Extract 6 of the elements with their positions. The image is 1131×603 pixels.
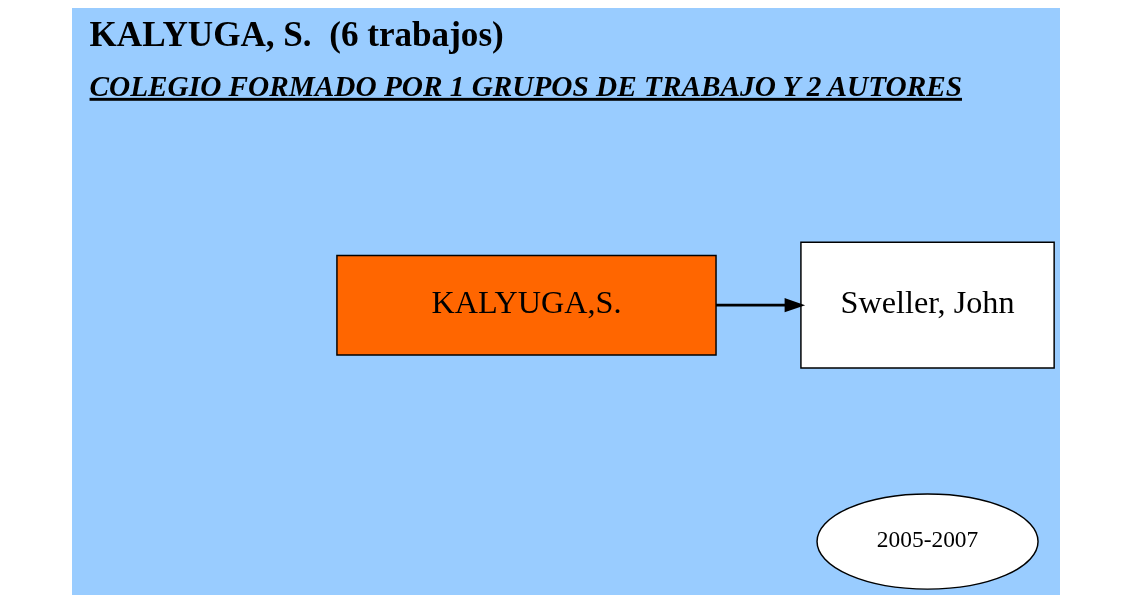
diagram-title: KALYUGA, S. (6 trabajos) [89,15,504,55]
node-ellipse: 2005-2007 [815,493,1039,590]
node-box: KALYUGA,S. [335,254,717,356]
node-box: Sweller, John [799,241,1055,369]
label: COLEGIO FORMADO POR 1 GRUPOS DE TRABAJO Y 2 AUTORES [89,69,962,102]
arrow [715,297,805,313]
